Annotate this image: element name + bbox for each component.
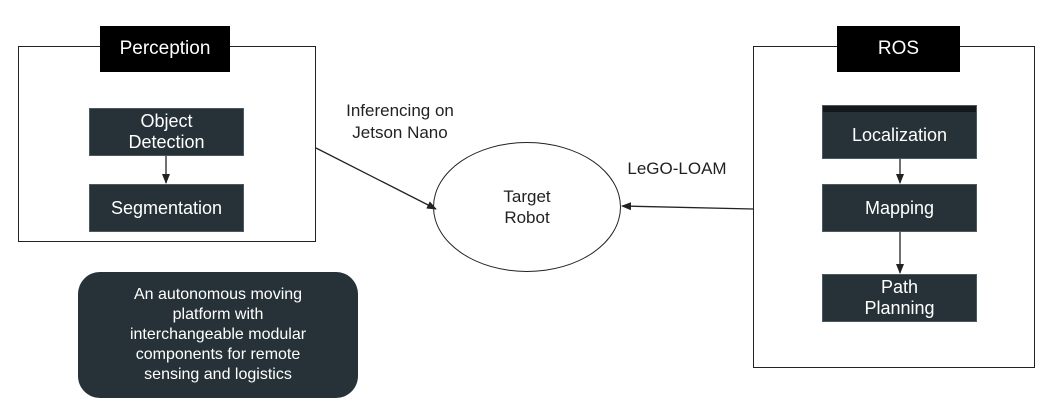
localization-node: Localization: [822, 105, 977, 159]
segmentation-node: Segmentation: [89, 184, 244, 232]
inferencing-label: Inferencing on Jetson Nano: [346, 101, 454, 142]
localization-top-bar: [823, 106, 976, 112]
lego-loam-label: LeGO-LOAM: [627, 159, 727, 178]
ros-title: ROS: [837, 26, 960, 72]
arrow-perception-to-robot: [315, 147, 437, 210]
target-robot-node: Target Robot: [433, 142, 621, 272]
arrow-ros-to-robot: [621, 202, 754, 211]
localization-label: Localization: [851, 124, 948, 145]
mapping-node: Mapping: [822, 184, 977, 232]
summary-box: An autonomous moving platform with inter…: [78, 272, 358, 398]
perception-title: Perception: [100, 26, 230, 72]
object-detection-node: Object Detection: [89, 108, 244, 156]
path-planning-node: Path Planning: [822, 274, 977, 322]
